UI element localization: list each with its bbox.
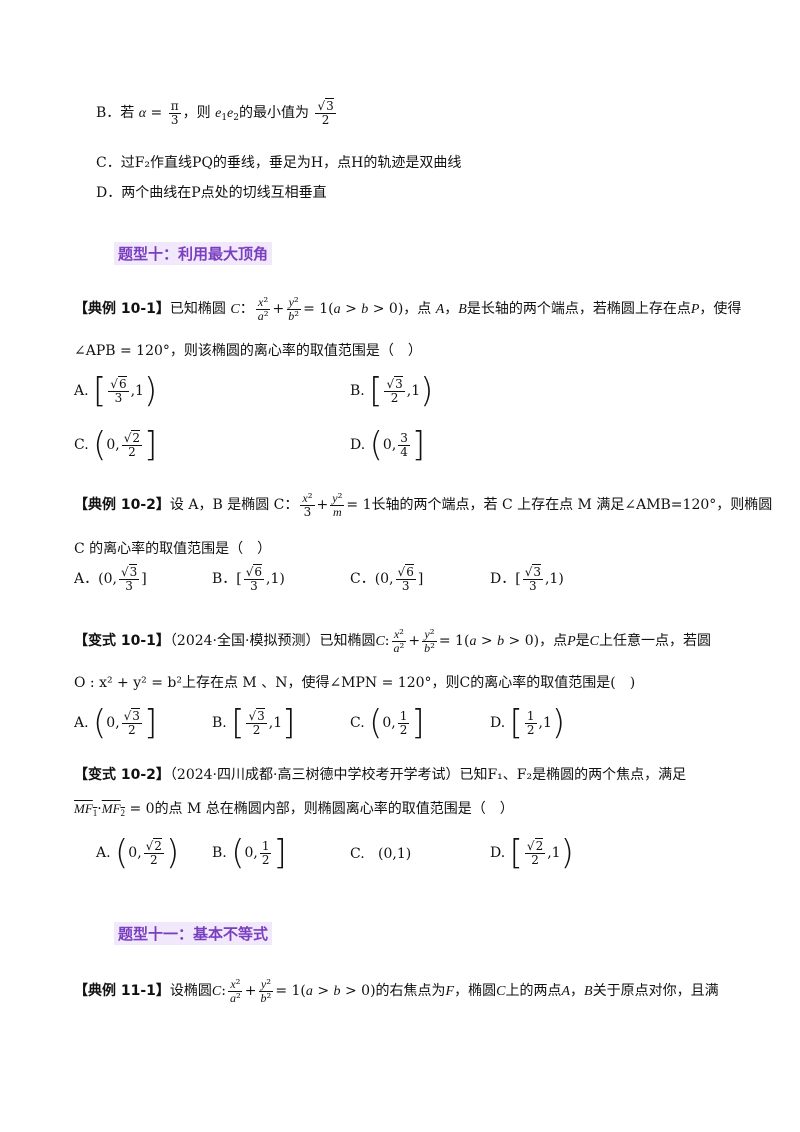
example-tag: 【典例 10-1】 — [74, 301, 170, 318]
intro-option-c: C．过F₂作直线PQ的垂线，垂足为H，点H的轨迹是双曲线 — [96, 155, 462, 171]
variant-10-2: 【变式 10-2】（2024·四川成都·高三树德中学校考开学考试）已知F₁、F₂… — [74, 767, 687, 783]
intro-option-d: D．两个曲线在P点处的切线互相垂直 — [96, 185, 327, 201]
var10-2-option-c: C. (0,1) — [350, 846, 412, 862]
section-10-heading: 题型十：利用最大顶角 — [114, 242, 273, 265]
example-tag: 【典例 11-1】 — [74, 983, 170, 1000]
example-10-1-line2: ∠APB = 120°，则该椭圆的离心率的取值范围是（ ） — [74, 343, 422, 359]
variant-tag: 【变式 10-1】 — [74, 633, 170, 650]
variant-10-2-line2: MF1·MF2 = 0的点 M 总在椭圆内部，则椭圆离心率的取值范围是（ ） — [74, 801, 514, 818]
option-b-label: B．若 — [96, 105, 135, 122]
example-10-2-line2: C 的离心率的取值范围是（ ） — [74, 541, 272, 557]
variant-tag: 【变式 10-2】 — [74, 767, 170, 783]
variant-10-1-line2: O : x² + y² = b²上存在点 M 、N，使得∠MPN = 120°，… — [74, 675, 636, 691]
example-tag: 【典例 10-2】 — [74, 497, 170, 514]
section-11-heading: 题型十一：基本不等式 — [114, 922, 273, 945]
